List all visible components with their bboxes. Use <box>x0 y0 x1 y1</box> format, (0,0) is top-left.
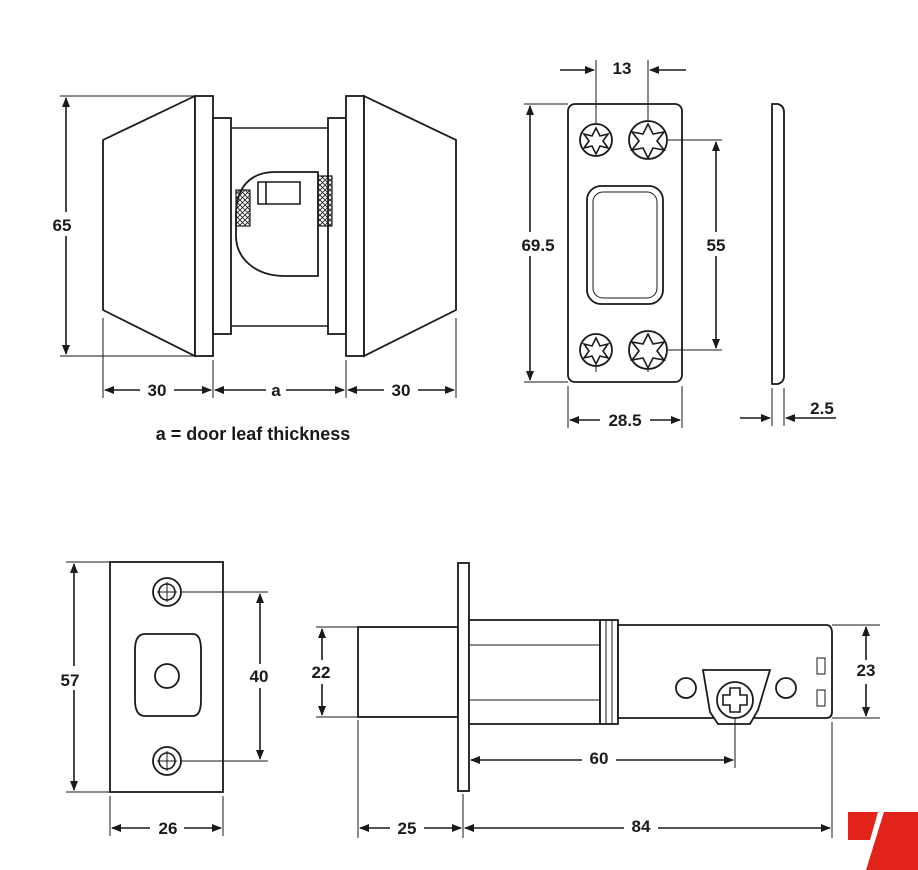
left-rose <box>194 95 214 357</box>
deadbolt-front-view: 65 30 a 30 a = door leaf thickness <box>48 94 457 444</box>
dim-door-a: a <box>271 381 281 400</box>
latch-collar <box>599 619 619 725</box>
dim-backset-60: 60 <box>590 749 609 768</box>
dim-projection-25: 25 <box>398 819 417 838</box>
screw-top-left-icon <box>579 123 613 157</box>
face-plate-edge <box>457 562 470 792</box>
dim-width-26: 26 <box>159 819 178 838</box>
dim-height-69-5: 69.5 <box>521 236 554 255</box>
dim-screw-spacing-13: 13 <box>613 59 632 78</box>
dim-left-30: 30 <box>148 381 167 400</box>
dim-length-84: 84 <box>632 817 651 836</box>
bolt-head <box>357 626 459 718</box>
strike-opening <box>586 185 664 305</box>
brand-logo-icon <box>848 812 918 870</box>
screw-bottom-right-icon <box>628 330 668 370</box>
dim-hole-spacing-55: 55 <box>707 236 726 255</box>
dim-thickness-2-5: 2.5 <box>810 399 834 418</box>
dim-right-30: 30 <box>392 381 411 400</box>
cam-cutaway <box>235 171 319 277</box>
left-knob <box>102 94 196 358</box>
dim-body-height-23: 23 <box>857 661 876 680</box>
dim-height-65: 65 <box>53 216 72 235</box>
bolt-hole <box>154 663 180 689</box>
dim-height-57: 57 <box>61 671 80 690</box>
dim-bolt-height-22: 22 <box>312 663 331 682</box>
face-screw-top-icon <box>152 577 182 607</box>
strike-plate-side-profile <box>771 103 785 385</box>
face-screw-bottom-icon <box>152 746 182 776</box>
right-rose <box>345 95 365 357</box>
right-knob <box>363 94 457 358</box>
latch-pin-right-icon <box>775 677 797 699</box>
dim-width-28-5: 28.5 <box>608 411 641 430</box>
door-thickness-note: a = door leaf thickness <box>156 424 351 444</box>
latch-tube <box>468 619 601 725</box>
screw-top-right-icon <box>628 120 668 160</box>
face-plate-view: 57 40 26 <box>54 561 276 840</box>
screw-bottom-left-icon <box>579 333 613 367</box>
strike-plate-view: 13 69.5 55 28.5 2.5 <box>512 59 836 432</box>
dim-hole-spacing-40: 40 <box>250 667 269 686</box>
left-collar <box>212 117 232 335</box>
latch-bolt-side-view: 22 23 60 25 84 <box>304 562 884 840</box>
latch-pin-left-icon <box>675 677 697 699</box>
cross-spindle-icon <box>716 681 754 719</box>
